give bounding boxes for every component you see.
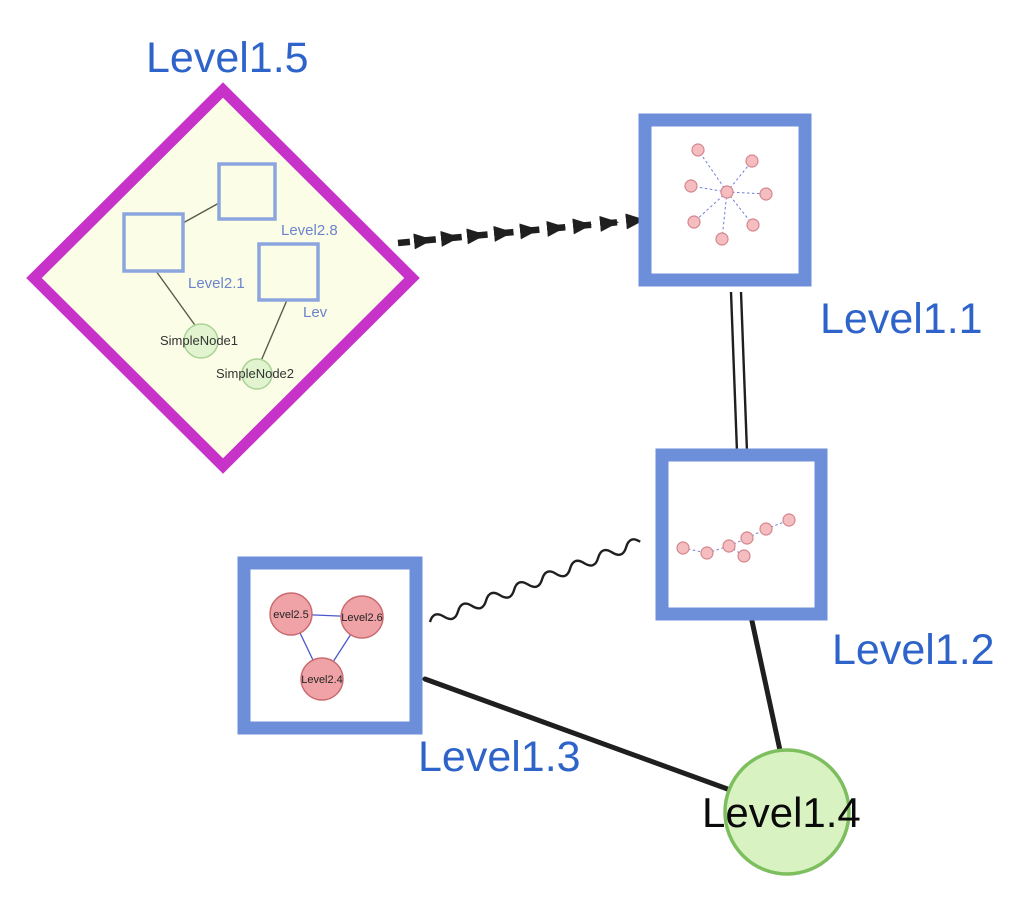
mini-node[interactable] bbox=[759, 187, 773, 201]
mini-node[interactable] bbox=[746, 218, 760, 232]
edge-lev-simplenode2[interactable] bbox=[260, 299, 288, 362]
node-level1-1[interactable] bbox=[638, 113, 812, 287]
edge-level13-level14[interactable] bbox=[422, 676, 736, 794]
label-level2-4: Level2.4 bbox=[301, 674, 343, 686]
edge-level15-level11[interactable] bbox=[397, 213, 645, 250]
node-level2-1[interactable] bbox=[122, 212, 185, 273]
label-level1-1: Level1.1 bbox=[820, 295, 983, 343]
node-simplenode1[interactable] bbox=[183, 323, 219, 359]
label-level1-5: Level1.5 bbox=[146, 34, 309, 82]
edge-level11-level12[interactable] bbox=[729, 291, 749, 453]
node-level2-8[interactable] bbox=[217, 162, 277, 221]
label-level2-clipped: Lev bbox=[303, 304, 328, 321]
node-level1-4[interactable] bbox=[723, 748, 851, 876]
label-level2-1: Level2.1 bbox=[188, 275, 245, 292]
edge-level12-level14[interactable] bbox=[749, 618, 784, 758]
label-level1-3: Level1.3 bbox=[418, 733, 581, 781]
label-level2-8: Level2.8 bbox=[281, 222, 338, 239]
mini-node[interactable] bbox=[687, 215, 701, 229]
node-level2-clipped[interactable] bbox=[257, 242, 320, 302]
mini-node[interactable] bbox=[782, 513, 796, 527]
label-level1-4: Level1.4 bbox=[702, 789, 861, 836]
level12-subgraph bbox=[676, 513, 796, 563]
mini-node[interactable] bbox=[759, 522, 773, 536]
label-level1-2: Level1.2 bbox=[832, 626, 995, 674]
node-level2-5[interactable] bbox=[269, 592, 313, 636]
edge-level28-level21[interactable] bbox=[182, 202, 220, 224]
label-simplenode2: SimpleNode2 bbox=[216, 366, 294, 381]
mini-node[interactable] bbox=[715, 232, 729, 246]
node-level1-5[interactable]: Level2.8 Level2.1 Lev SimpleNode1 Simple… bbox=[26, 82, 420, 474]
node-level2-4[interactable] bbox=[300, 657, 344, 701]
node-level1-2[interactable] bbox=[655, 448, 828, 621]
mini-node[interactable] bbox=[700, 546, 714, 560]
node-simplenode2[interactable] bbox=[241, 358, 273, 390]
mini-node[interactable] bbox=[745, 154, 759, 168]
label-level2-5: evel2.5 bbox=[273, 609, 308, 621]
level11-subgraph bbox=[684, 143, 773, 246]
edge-level13-level12[interactable] bbox=[428, 537, 642, 627]
mini-node[interactable] bbox=[676, 541, 690, 555]
label-level2-6: Level2.6 bbox=[341, 612, 383, 624]
mini-node[interactable] bbox=[737, 549, 751, 563]
node-level1-3[interactable]: evel2.5 Level2.6 Level2.4 bbox=[237, 556, 423, 735]
mini-node[interactable] bbox=[722, 539, 736, 553]
level13-subgraph: evel2.5 Level2.6 Level2.4 bbox=[269, 592, 384, 701]
mini-node[interactable] bbox=[684, 179, 698, 193]
mini-node[interactable] bbox=[740, 531, 754, 545]
node-level2-6[interactable] bbox=[340, 595, 384, 639]
mini-node[interactable] bbox=[691, 143, 705, 157]
label-simplenode1: SimpleNode1 bbox=[160, 333, 238, 348]
mini-node[interactable] bbox=[720, 185, 734, 199]
edge-level21-simplenode1[interactable] bbox=[155, 270, 198, 329]
